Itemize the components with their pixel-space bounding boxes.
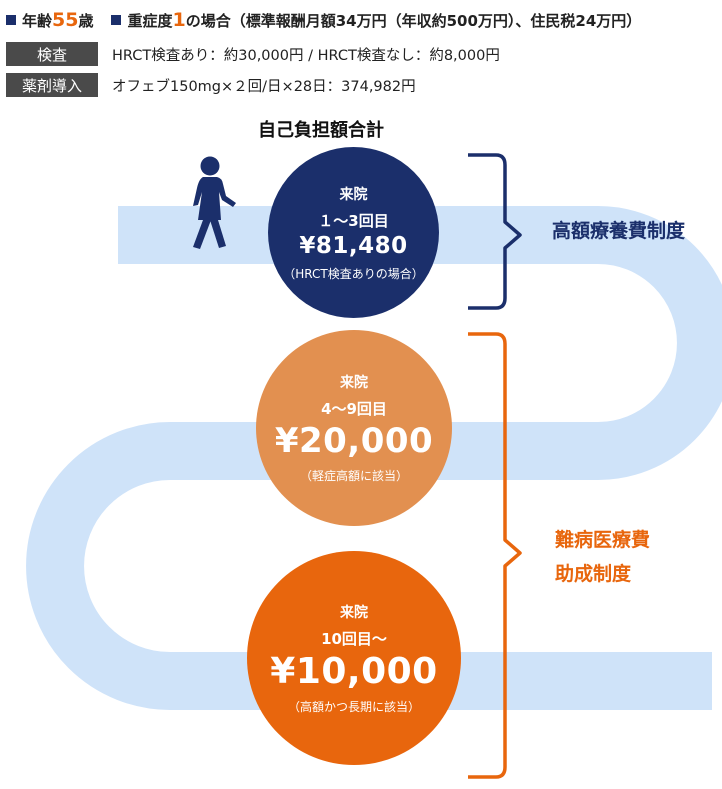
visit-note: （軽症高額に該当） [299,469,408,483]
severity-prefix: 重症度 [127,11,173,30]
info-label: 薬剤導入 [6,73,98,97]
visit-label: 来院 [340,375,368,391]
visit-amount: ¥81,480 [299,232,408,259]
visit-range: 4～9回目 [321,400,387,418]
visit-amount: ¥10,000 [270,650,438,692]
age-value: 55 [52,9,79,31]
severity-value: 1 [172,9,186,31]
system-label-high-cost: 高額療養費制度 [552,214,685,248]
section-title: 自己負担額合計 [258,120,384,141]
age-condition: 年齢 55 歳 [6,9,93,31]
severity-condition: 重症度 1 の場合（標準報酬月額34万円（年収約500万円）、住民税24万円） [111,9,641,31]
visit-label: 来院 [340,604,368,621]
system-label-line: 難病医療費 [555,529,651,551]
system-label-intractable-disease: 難病医療費 助成制度 [555,523,650,591]
age-suffix: 歳 [78,11,94,30]
info-text: オフェブ150mg×２回/日×28日：374,982円 [112,78,416,95]
info-row-drug: 薬剤導入 オフェブ150mg×２回/日×28日：374,982円 [6,72,416,98]
severity-suffix: の場合（標準報酬月額34万円（年収約500万円）、住民税24万円） [185,11,642,30]
info-text: HRCT検査あり：約30,000円 / HRCT検査なし：約8,000円 [112,47,500,64]
winding-path [26,206,722,710]
bullet-square-icon [111,15,122,25]
system-label-line: 助成制度 [555,563,632,585]
visit-range: 10回目～ [321,629,387,648]
info-label: 検査 [6,42,98,66]
visit-note: （高額かつ長期に該当） [287,699,420,714]
walking-person-icon [193,156,236,249]
visit-range: １～3回目 [318,211,389,230]
visit-label: 来院 [339,186,368,203]
visit-circle-3: 来院 10回目～ ¥10,000 （高額かつ長期に該当） [247,551,461,765]
visit-note: （HRCT検査ありの場合） [283,266,424,281]
system-label-line: 高額療養費制度 [552,220,686,242]
bracket-navy [468,153,522,310]
info-row-exam: 検査 HRCT検査あり：約30,000円 / HRCT検査なし：約8,000円 [6,41,500,67]
age-prefix: 年齢 [22,11,53,30]
bullet-square-icon [6,15,16,25]
bracket-orange [468,332,522,779]
visit-circle-1: 来院 １～3回目 ¥81,480 （HRCT検査ありの場合） [268,147,439,318]
header-conditions: 年齢 55 歳 重症度 1 の場合（標準報酬月額34万円（年収約500万円）、住… [6,8,659,32]
visit-circle-2: 来院 4～9回目 ¥20,000 （軽症高額に該当） [256,330,452,526]
visit-amount: ¥20,000 [274,421,434,461]
